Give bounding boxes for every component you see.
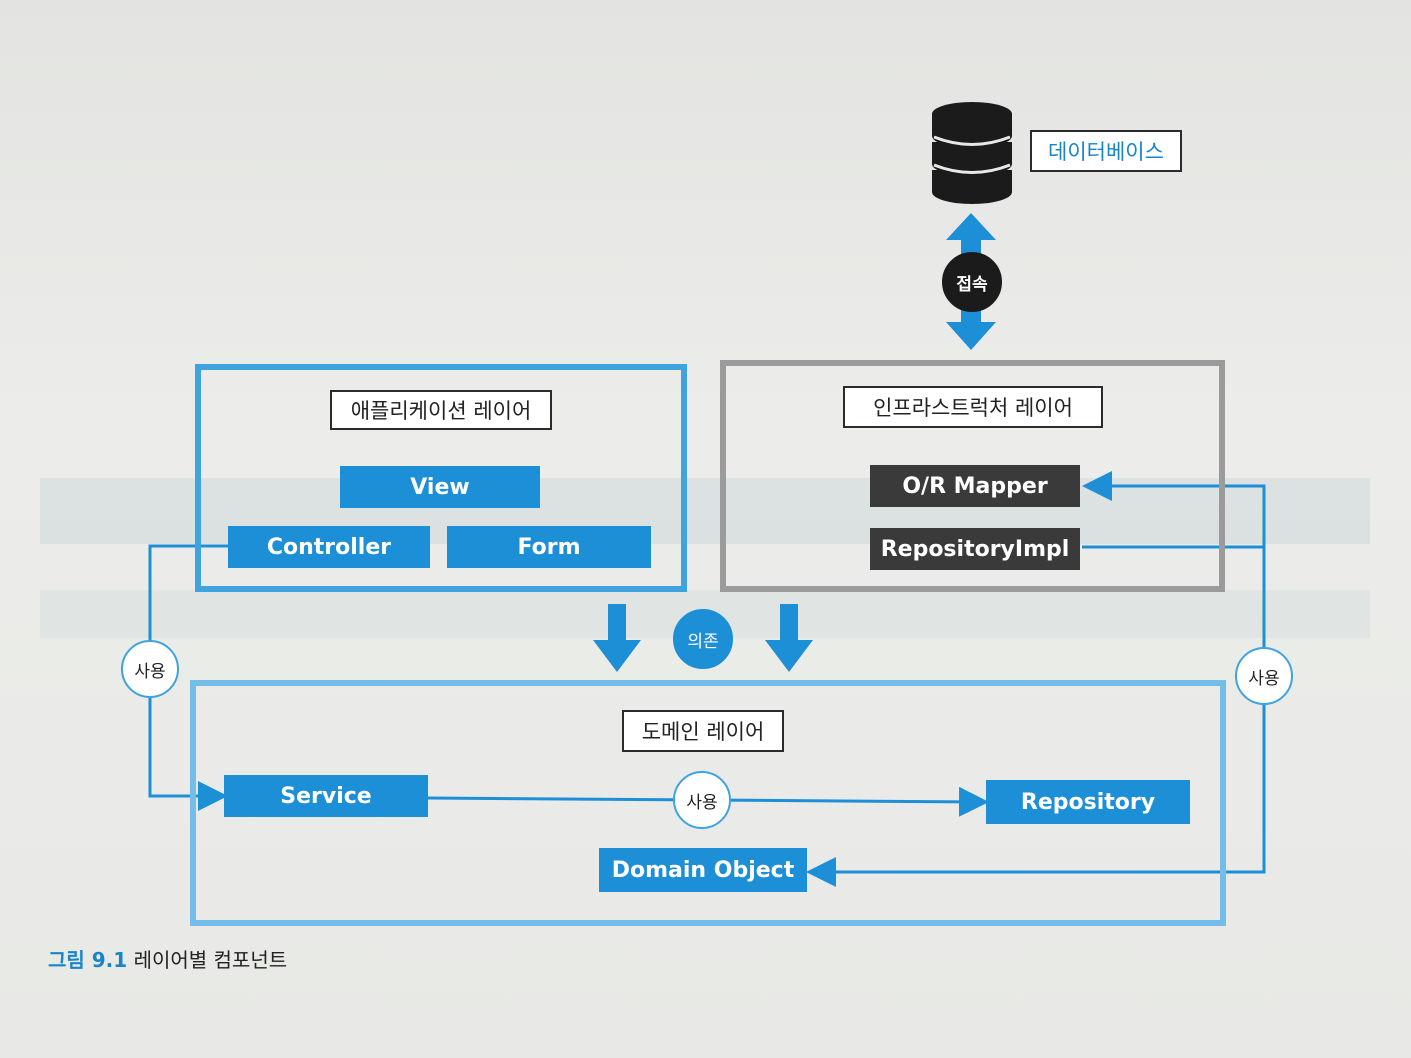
form-component: Form	[447, 526, 651, 568]
figure-caption-text: 레이어별 컴포넌트	[133, 948, 288, 972]
database-label: 데이터베이스	[1030, 130, 1182, 172]
repository-component: Repository	[986, 780, 1190, 824]
or-mapper-component: O/R Mapper	[870, 465, 1080, 507]
access-circle: 접속	[942, 252, 1002, 312]
figure-number: 그림 9.1	[48, 948, 128, 972]
use-circle-right: 사용	[1235, 647, 1293, 705]
domain-layer-title: 도메인 레이어	[622, 710, 784, 752]
domain-layer	[190, 680, 1226, 926]
controller-component: Controller	[228, 526, 430, 568]
dependency-arrow-left	[593, 604, 641, 672]
application-layer	[195, 364, 687, 592]
repositoryimpl-component: RepositoryImpl	[870, 528, 1080, 570]
figure-caption: 그림 9.1 레이어별 컴포넌트	[48, 944, 287, 973]
infrastructure-layer-title: 인프라스트럭처 레이어	[843, 386, 1103, 428]
dependency-circle: 의존	[673, 609, 733, 669]
application-layer-title: 애플리케이션 레이어	[330, 390, 552, 430]
use-circle-left: 사용	[121, 640, 179, 698]
infrastructure-layer	[720, 360, 1225, 592]
use-circle-middle: 사용	[673, 771, 731, 829]
dependency-arrow-right	[765, 604, 813, 672]
view-component: View	[340, 466, 540, 508]
service-component: Service	[224, 775, 428, 817]
repositoryimpl-to-ormapper-line	[1082, 471, 1266, 549]
domain-object-component: Domain Object	[599, 848, 807, 892]
database-icon	[932, 102, 1012, 204]
